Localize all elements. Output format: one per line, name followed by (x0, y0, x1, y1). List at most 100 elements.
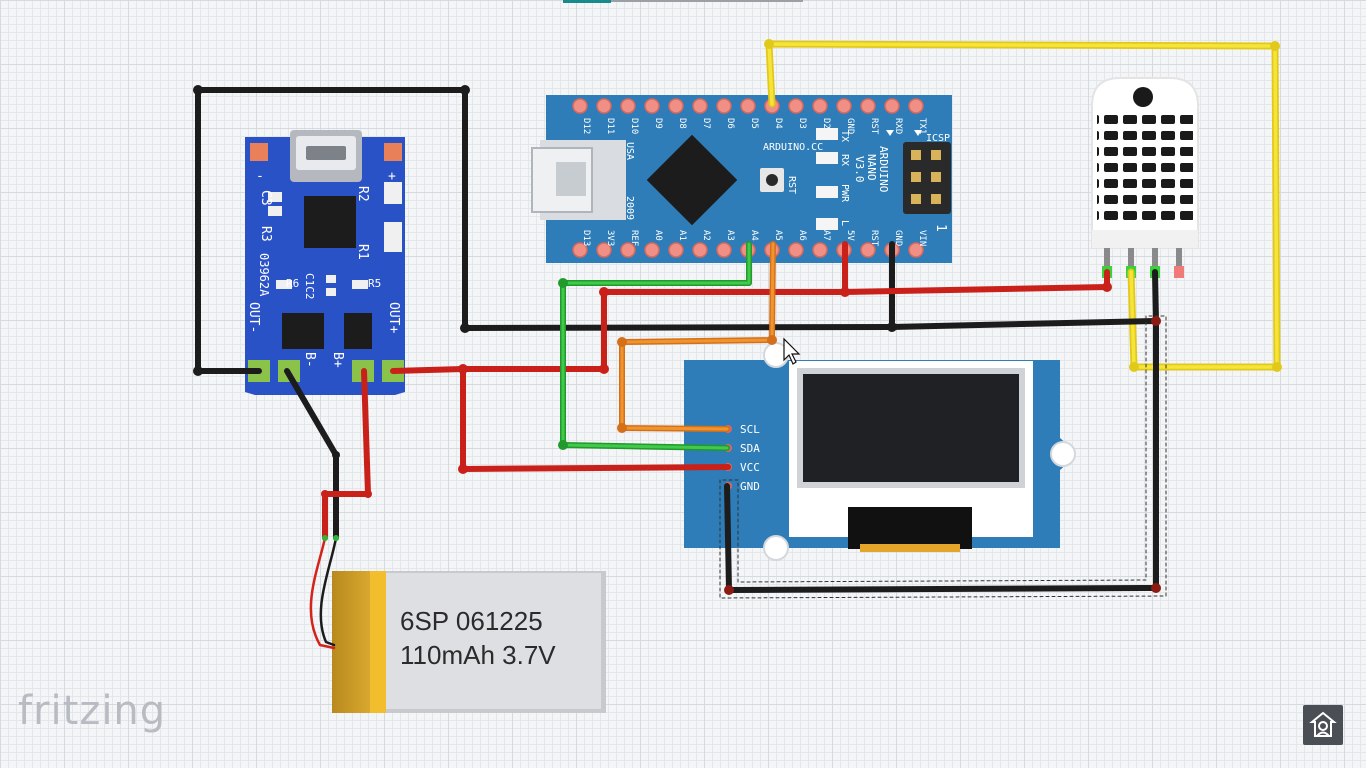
nano-top-pin-label: RXD (893, 118, 903, 134)
home-icon (1309, 711, 1337, 737)
nano-bottom-pin-label: 3V3 (605, 230, 615, 246)
nano-top-pin-d6[interactable] (716, 98, 732, 114)
nano-top-pin-label: D10 (629, 118, 639, 134)
nano-bottom-pin-label: 5V (845, 230, 855, 241)
arduino-icsp-label: ICSP (926, 133, 950, 144)
nano-top-pin-d3[interactable] (788, 98, 804, 114)
nano-bottom-pin-label: GND (893, 230, 903, 246)
label-r6: R6 (286, 277, 299, 290)
oled-pin-label-scl: SCL (740, 423, 760, 436)
icsp-header (903, 142, 951, 214)
nano-bottom-pin-label: A0 (653, 230, 663, 241)
nano-bottom-pin-label: A6 (797, 230, 807, 241)
led-label-rx: RX (839, 154, 850, 166)
nano-bottom-pin-a1[interactable] (668, 242, 684, 258)
wire-black-battery[interactable] (284, 368, 339, 541)
nano-bottom-pin-label: A3 (725, 230, 735, 241)
nano-bottom-pin-label: REF (629, 230, 639, 246)
nano-bottom-pin-ref[interactable] (620, 242, 636, 258)
oled-ribbon (848, 507, 972, 549)
charger-module[interactable]: C3 R3 R2 R1 03962A R6 C1C2 R5 OUT- OUT+ … (245, 130, 405, 395)
nano-top-pin-label: D5 (749, 118, 759, 129)
nano-bottom-pin-vin[interactable] (908, 242, 924, 258)
nano-top-pin-d9[interactable] (644, 98, 660, 114)
nano-top-pin-rxd[interactable] (884, 98, 900, 114)
nano-top-pin-label: RST (869, 118, 879, 135)
nano-bottom-pin-a2[interactable] (692, 242, 708, 258)
label-minus: - (256, 169, 264, 184)
home-button[interactable] (1303, 705, 1343, 745)
label-c1c2: C1C2 (303, 273, 316, 300)
nano-top-pin-d5[interactable] (740, 98, 756, 114)
arduino-year: 2009 (624, 196, 635, 220)
nano-top-pin-d12[interactable] (572, 98, 588, 114)
nano-bottom-pin-label: A1 (677, 230, 687, 241)
label-b-minus: B- (302, 352, 317, 368)
wire-joints (193, 39, 1282, 595)
nano-top-pin-d11[interactable] (596, 98, 612, 114)
lipo-battery[interactable]: 6SP 061225 110mAh 3.7V (332, 571, 606, 713)
nano-bottom-pin-a7[interactable] (812, 242, 828, 258)
nano-bottom-pin-a3[interactable] (716, 242, 732, 258)
dht22-sensor[interactable] (1091, 77, 1199, 278)
oled-pin-label-sda: SDA (740, 442, 760, 455)
battery-lead-red (309, 536, 336, 650)
nano-top-pin-label: D12 (581, 118, 591, 134)
charger-chip (304, 196, 356, 248)
battery-lead-black (319, 536, 338, 647)
oled-pin-label-gnd: GND (740, 480, 760, 493)
nano-bottom-pin-a0[interactable] (644, 242, 660, 258)
arduino-brand: ARDUINO.CC (763, 142, 823, 153)
sensor-vents (1097, 112, 1193, 224)
arduino-model-3: V3.0 (853, 156, 866, 183)
nano-bottom-pin-label: D13 (581, 230, 591, 246)
nano-top-pin-rst[interactable] (860, 98, 876, 114)
nano-bottom-pin-label: RST (869, 230, 879, 247)
nano-bottom-pin-a6[interactable] (788, 242, 804, 258)
nano-bottom-pin-label: A2 (701, 230, 711, 241)
led-label-pwr: PWR (839, 184, 850, 203)
nano-bottom-pin-label: VIN (917, 230, 927, 246)
selection-outline (719, 315, 1167, 599)
wire-red-oled-vcc[interactable] (390, 366, 731, 472)
battery-label-line2: 110mAh 3.7V (400, 640, 556, 670)
mouse-cursor (783, 337, 801, 365)
wire-red-battery[interactable] (322, 368, 371, 541)
nano-bottom-pin-rst[interactable] (860, 242, 876, 258)
nano-top-pin-tx1[interactable] (908, 98, 924, 114)
nano-bottom-pin-label: A4 (749, 230, 759, 241)
led-label-l: L (839, 220, 850, 226)
nano-top-pin-label: D11 (605, 118, 615, 134)
label-r2: R2 (355, 186, 370, 202)
arduino-usa: USA (624, 142, 635, 160)
nano-top-pin-d10[interactable] (620, 98, 636, 114)
sensor-hole (1133, 87, 1153, 107)
battery-label-line1: 6SP 061225 (400, 606, 543, 636)
nano-top-pin-label: D9 (653, 118, 663, 129)
nano-top-pin-label: D8 (677, 118, 687, 129)
oled-screen (803, 374, 1019, 482)
nano-top-pin-d8[interactable] (668, 98, 684, 114)
nano-top-pin-label: D4 (773, 118, 783, 129)
nano-top-pin-label: D3 (797, 118, 807, 129)
nano-bottom-pin-label: A7 (821, 230, 831, 241)
label-c3: C3 (258, 190, 273, 206)
nano-bottom-pin-d13[interactable] (572, 242, 588, 258)
nano-bottom-pin-3v3[interactable] (596, 242, 612, 258)
label-out-plus: OUT+ (386, 302, 401, 333)
nano-top-pin-label: D6 (725, 118, 735, 129)
label-out-minus: OUT- (246, 302, 261, 333)
nano-top-pin-d7[interactable] (692, 98, 708, 114)
nano-top-pin-label: GND (845, 118, 855, 134)
nano-top-pin-label: TX1 (917, 118, 927, 134)
nano-top-pin-label: D7 (701, 118, 711, 129)
arduino-rst-label: RST (786, 176, 797, 194)
wire-red-sensor-vcc[interactable] (842, 269, 1110, 295)
nano-top-pin-d2[interactable] (812, 98, 828, 114)
nano-top-pin-label: D2 (821, 118, 831, 129)
led-label-tx: TX (839, 130, 850, 142)
nano-top-pin-gnd[interactable] (836, 98, 852, 114)
